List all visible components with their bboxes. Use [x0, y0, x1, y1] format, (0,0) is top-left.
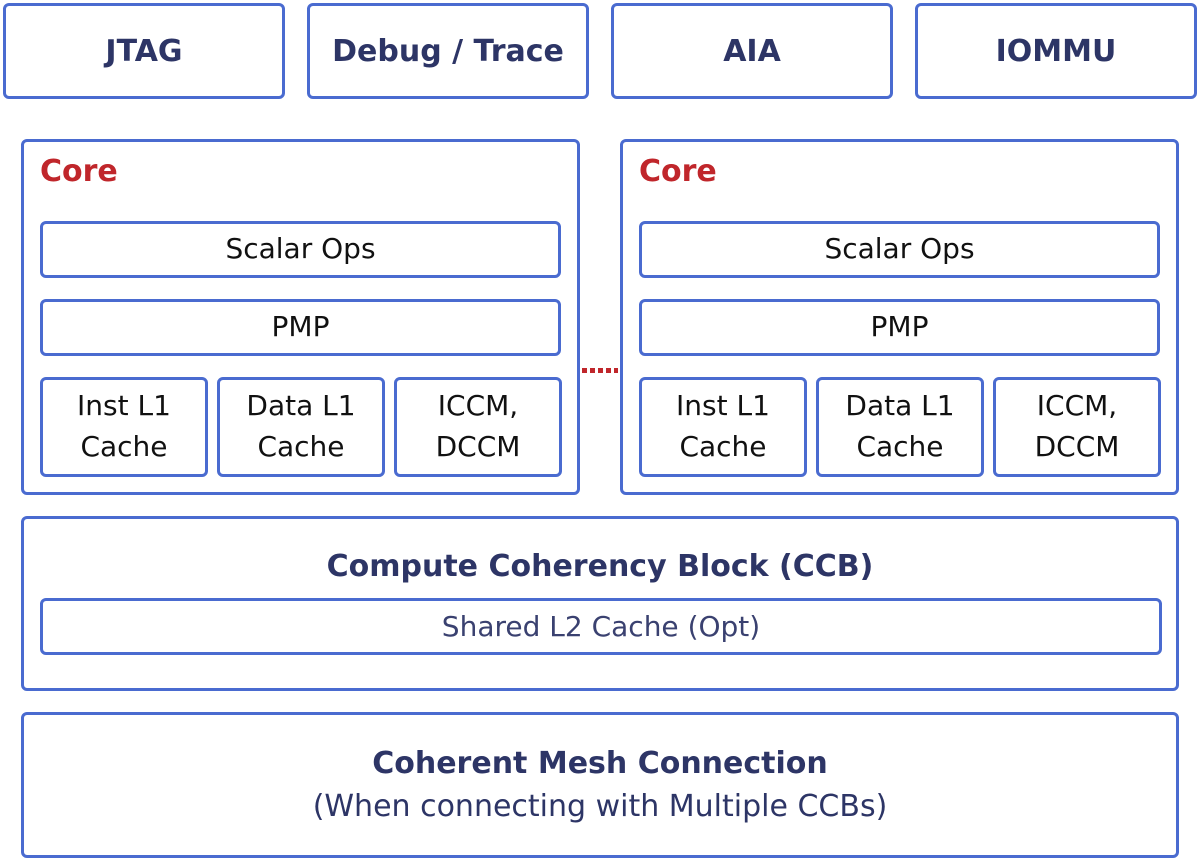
iccm-dccm-block: ICCM, DCCM: [394, 377, 562, 477]
shared-l2-label: Shared L2 Cache (Opt): [441, 610, 761, 643]
iommu-block: IOMMU: [915, 3, 1197, 99]
iccm-line1: ICCM,: [1036, 389, 1118, 423]
inst-l1-line2: Cache: [80, 430, 168, 463]
shared-l2-cache-block: Shared L2 Cache (Opt): [40, 598, 1162, 655]
data-l1-line2: Cache: [257, 430, 345, 463]
ccb-title: Compute Coherency Block (CCB): [326, 549, 874, 584]
aia-block: AIA: [611, 3, 893, 99]
jtag-block: JTAG: [3, 3, 285, 99]
iccm-line2: DCCM: [1034, 430, 1120, 463]
inst-l1-line1: Inst L1: [676, 389, 770, 423]
data-l1-cache-block: Data L1 Cache: [816, 377, 984, 477]
mesh-title: Coherent Mesh Connection: [372, 746, 828, 781]
iommu-label: IOMMU: [995, 33, 1117, 69]
scalar-ops-block: Scalar Ops: [639, 221, 1160, 278]
inst-l1-cache-block: Inst L1 Cache: [40, 377, 208, 477]
jtag-label: JTAG: [105, 33, 183, 69]
ccb-block: Compute Coherency Block (CCB) Shared L2 …: [21, 516, 1179, 691]
iccm-dccm-block: ICCM, DCCM: [993, 377, 1161, 477]
core-title: Core: [639, 154, 717, 189]
iccm-line2: DCCM: [435, 430, 521, 463]
coherent-mesh-block: Coherent Mesh Connection (When connectin…: [21, 712, 1179, 858]
pmp-label: PMP: [870, 310, 929, 344]
data-l1-line2: Cache: [856, 430, 944, 463]
scalar-ops-block: Scalar Ops: [40, 221, 561, 278]
aia-label: AIA: [723, 33, 781, 69]
mesh-subtitle: (When connecting with Multiple CCBs): [312, 789, 888, 824]
core-block-1: Core Scalar Ops PMP Inst L1 Cache Data L…: [21, 139, 580, 495]
inst-l1-cache-block: Inst L1 Cache: [639, 377, 807, 477]
inst-l1-line1: Inst L1: [77, 389, 171, 423]
scalar-ops-label: Scalar Ops: [225, 232, 376, 266]
debug-trace-block: Debug / Trace: [307, 3, 589, 99]
pmp-block: PMP: [40, 299, 561, 356]
scalar-ops-label: Scalar Ops: [824, 232, 975, 266]
data-l1-line1: Data L1: [845, 389, 955, 423]
data-l1-line1: Data L1: [246, 389, 356, 423]
data-l1-cache-block: Data L1 Cache: [217, 377, 385, 477]
pmp-label: PMP: [271, 310, 330, 344]
core-block-2: Core Scalar Ops PMP Inst L1 Cache Data L…: [620, 139, 1179, 495]
core-title: Core: [40, 154, 118, 189]
inst-l1-line2: Cache: [679, 430, 767, 463]
core-connector-dots: [582, 368, 618, 373]
iccm-line1: ICCM,: [437, 389, 519, 423]
pmp-block: PMP: [639, 299, 1160, 356]
debug-trace-label: Debug / Trace: [332, 33, 564, 69]
